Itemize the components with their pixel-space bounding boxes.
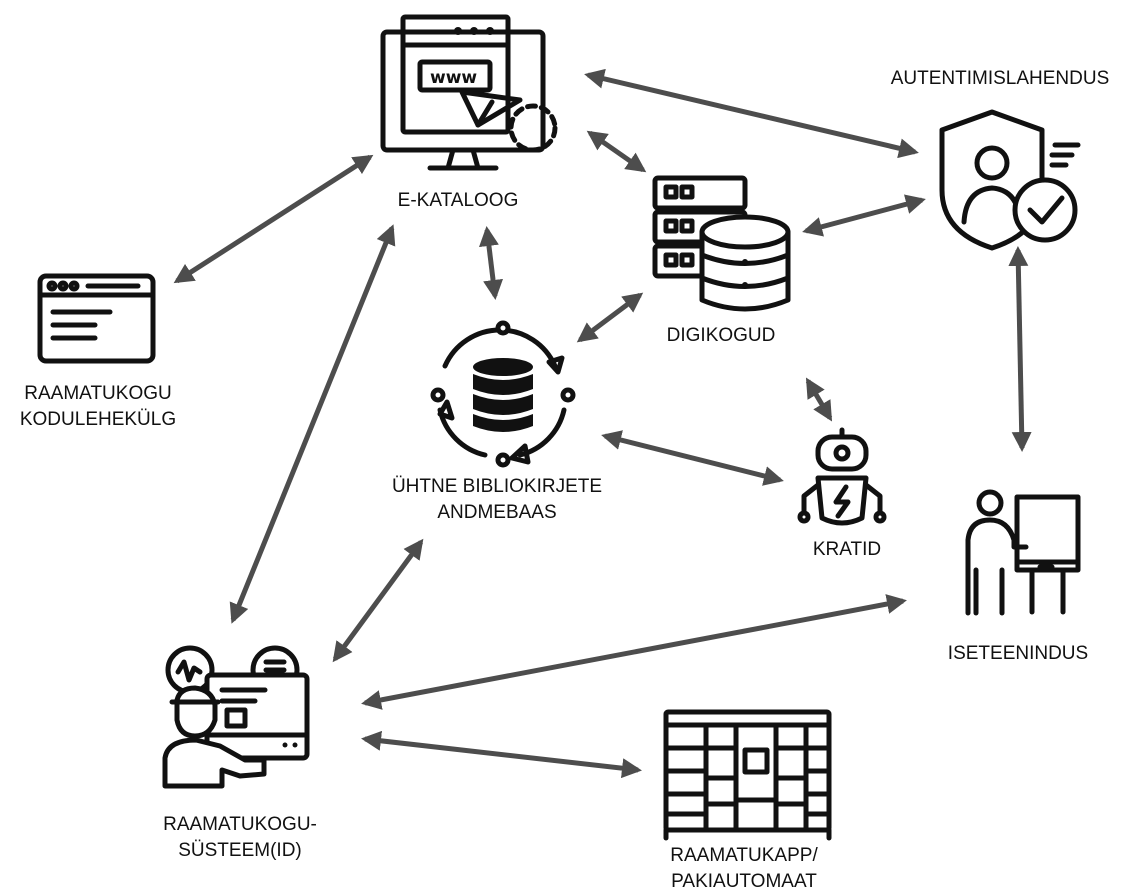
arrow-ekataloog-susteem xyxy=(229,224,396,624)
label-line-1: RAAMATUKOGU- xyxy=(163,814,317,835)
arrow-digikogud-autentimislahendus xyxy=(802,194,926,237)
label-text: AUTENTIMISLAHENDUS xyxy=(890,68,1110,89)
label-text: KRATID xyxy=(812,539,882,560)
svg-text:www: www xyxy=(430,68,477,88)
arrow-autentimislahendus-iseteenindus xyxy=(1008,246,1032,452)
node-label-kodulehekulg: RAAMATUKOGU KODULEHEKÜLG xyxy=(20,381,176,433)
label-line-2: PAKIAUTOMAAT xyxy=(671,871,817,892)
node-label-raamatukapp: RAAMATUKAPP/ PAKIAUTOMAAT xyxy=(670,843,817,895)
node-label-iseteenindus: ISETEENINDUS xyxy=(948,641,1088,667)
server-database-icon xyxy=(652,175,791,312)
arrow-susteem-raamatukapp xyxy=(361,730,642,779)
operator-computer-icon xyxy=(162,645,310,789)
parcel-locker-icon xyxy=(663,709,832,841)
label-line-1: RAAMATUKOGU xyxy=(24,383,172,404)
database-sync-icon xyxy=(430,320,576,468)
node-label-susteem: RAAMATUKOGU- SÜSTEEM(ID) xyxy=(163,812,317,864)
connection-arrows xyxy=(173,68,1032,779)
arrow-susteem-iseteenindus xyxy=(361,594,907,710)
arrow-digikogud-kratid xyxy=(805,377,833,422)
arrow-digikogud-andmebaas xyxy=(576,292,644,343)
robot-icon xyxy=(797,427,887,526)
node-label-autentimislahendus: AUTENTIMISLAHENDUS xyxy=(891,66,1110,92)
label-line-1: RAAMATUKAPP/ xyxy=(670,845,818,866)
shield-user-check-icon xyxy=(939,109,1081,251)
node-label-digikogud: DIGIKOGUD xyxy=(667,323,776,349)
label-line-2: KODULEHEKÜLG xyxy=(19,409,177,430)
label-line-1: ÜHTNE BIBLIOKIRJETE xyxy=(391,476,603,497)
arrow-ekataloog-autentimislahendus xyxy=(584,68,919,159)
arrow-andmebaas-kratid xyxy=(601,430,784,486)
node-label-kratid: KRATID xyxy=(813,537,881,563)
node-label-bibliokirjete-andmebaas: ÜHTNE BIBLIOKIRJETE ANDMEBAAS xyxy=(392,474,602,526)
node-label-e-kataloog: E-KATALOOG xyxy=(398,188,519,214)
label-text: DIGIKOGUD xyxy=(666,325,776,346)
arrow-ekataloog-kodulehekulg xyxy=(173,154,374,284)
arrow-andmebaas-susteem xyxy=(332,538,424,663)
label-text: ISETEENINDUS xyxy=(947,643,1089,664)
self-service-kiosk-icon xyxy=(965,489,1081,616)
arrow-ekataloog-digikogud xyxy=(586,130,647,173)
label-line-2: SÜSTEEM(ID) xyxy=(178,840,302,861)
web-monitor-icon: www xyxy=(380,14,558,171)
label-line-2: ANDMEBAAS xyxy=(437,502,557,523)
label-text: E-KATALOOG xyxy=(397,190,519,211)
arrow-ekataloog-andmebaas xyxy=(478,226,504,300)
browser-window-icon xyxy=(37,273,156,364)
